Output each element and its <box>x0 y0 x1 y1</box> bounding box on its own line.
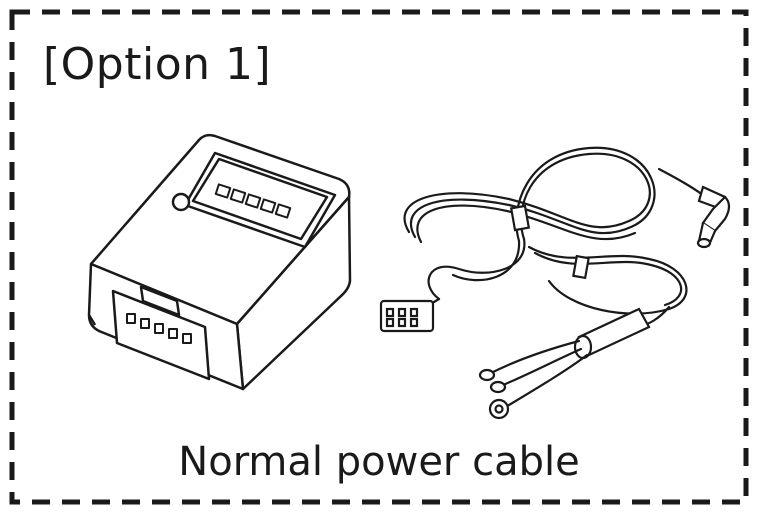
illustration <box>87 133 731 420</box>
panel-title: [Option 1] <box>43 39 272 90</box>
relay-module-icon <box>87 133 352 391</box>
panel-caption: Normal power cable <box>178 439 580 485</box>
dashed-border <box>9 9 749 505</box>
option-panel: [Option 1] <box>9 9 749 505</box>
power-cable-harness-icon <box>379 146 731 420</box>
